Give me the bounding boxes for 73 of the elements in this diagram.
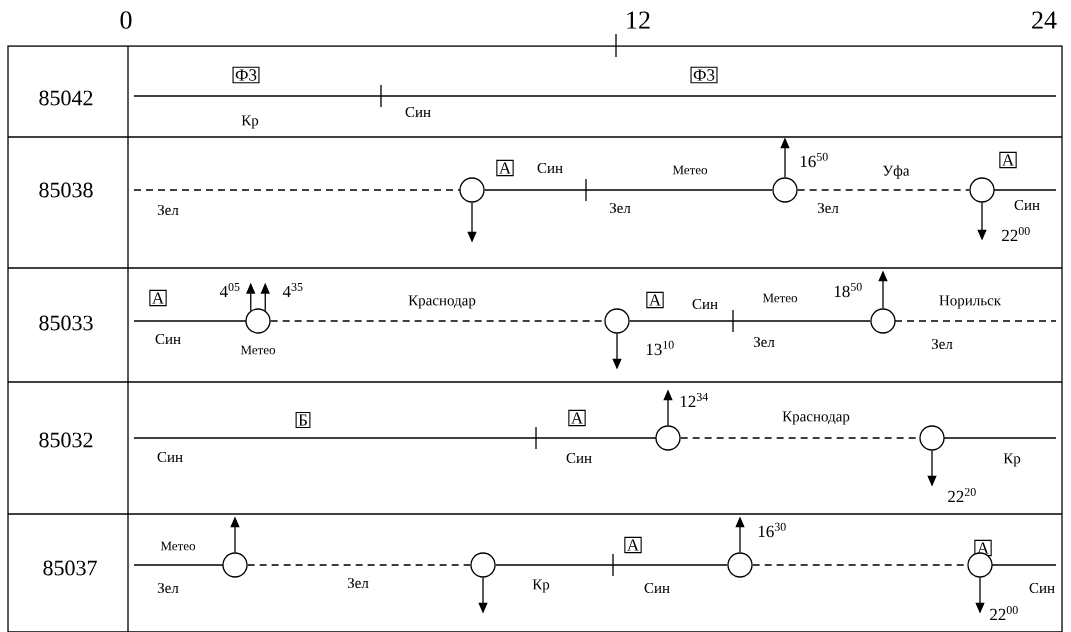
text-label: Син	[1014, 199, 1040, 211]
circle-marker	[222, 552, 248, 578]
time-label: 16$^{30}$	[758, 522, 786, 538]
timeline-line	[495, 564, 728, 566]
letter-box: А	[496, 159, 514, 177]
time-label: 16$^{50}$	[800, 152, 828, 168]
text-label: Син	[644, 582, 670, 594]
text-label: Норильск	[939, 295, 1002, 309]
circle-marker	[604, 308, 630, 334]
text-label: Син	[405, 106, 431, 118]
time-label: 22$^{00}$	[1002, 226, 1030, 242]
time-label: 4$^{35}$	[282, 282, 303, 298]
text-label: Метео	[240, 345, 276, 355]
circle-marker	[245, 308, 271, 334]
letter-box: Ф3	[690, 66, 718, 84]
text-label: Краснодар	[782, 411, 850, 425]
text-label: Син	[537, 162, 563, 174]
circle-marker	[870, 308, 896, 334]
circle-marker	[919, 425, 945, 451]
text-label: Син	[157, 451, 183, 463]
letter-box: А	[999, 151, 1017, 169]
circle-marker	[459, 177, 485, 203]
time-label: 22$^{20}$	[948, 487, 976, 503]
row-number: 85038	[39, 182, 93, 198]
row-number: 85033	[39, 315, 93, 331]
time-label: 13$^{10}$	[646, 340, 674, 356]
text-label: Кр	[532, 579, 550, 593]
text-label: Метео	[672, 165, 708, 175]
letter-box: А	[624, 536, 642, 554]
letter-box: А	[568, 409, 586, 427]
timeline-line	[797, 189, 970, 191]
text-label: Син	[692, 298, 718, 310]
circle-marker	[772, 177, 798, 203]
text-label: Зел	[931, 338, 953, 350]
circle-marker	[967, 552, 993, 578]
text-label: Кр	[1003, 453, 1021, 467]
letter-box: А	[646, 291, 664, 309]
axis-label: 24	[1032, 11, 1057, 29]
timeline-line	[270, 320, 605, 322]
text-label: Син	[155, 333, 181, 345]
circle-marker	[470, 552, 496, 578]
timeline-line	[629, 320, 871, 322]
text-label: Уфа	[883, 165, 910, 179]
text-label: Зел	[157, 583, 179, 594]
circle-marker	[655, 425, 681, 451]
time-label: 4$^{05}$	[219, 282, 240, 298]
text-label: Метео	[762, 293, 798, 303]
axis-label: 12	[627, 11, 650, 29]
letter-box: А	[974, 539, 992, 557]
text-label: Син	[1029, 582, 1055, 594]
text-label: Кр	[241, 115, 259, 129]
axis-label: 0	[120, 11, 132, 29]
text-label: Метео	[160, 541, 196, 551]
text-label: Зел	[609, 202, 631, 214]
text-label: Зел	[817, 202, 839, 214]
letter-box: А	[149, 289, 167, 307]
circle-marker	[727, 552, 753, 578]
text-label: Син	[566, 452, 592, 464]
row-number: 85037	[43, 560, 97, 576]
letter-box: Ф3	[232, 66, 260, 84]
text-label: Зел	[157, 204, 179, 216]
time-label: 22$^{00}$	[990, 605, 1018, 621]
timeline-line	[247, 564, 471, 566]
circle-marker	[969, 177, 995, 203]
text-label: Зел	[347, 578, 369, 589]
text-label: Краснодар	[408, 295, 476, 309]
letter-box: Б	[295, 411, 311, 429]
time-label: 18$^{50}$	[834, 282, 862, 298]
row-number: 85032	[39, 432, 93, 448]
row-number: 85042	[39, 90, 93, 106]
text-label: Зел	[753, 336, 775, 348]
time-label: 12$^{34}$	[680, 392, 709, 408]
timeline-line	[484, 189, 773, 191]
